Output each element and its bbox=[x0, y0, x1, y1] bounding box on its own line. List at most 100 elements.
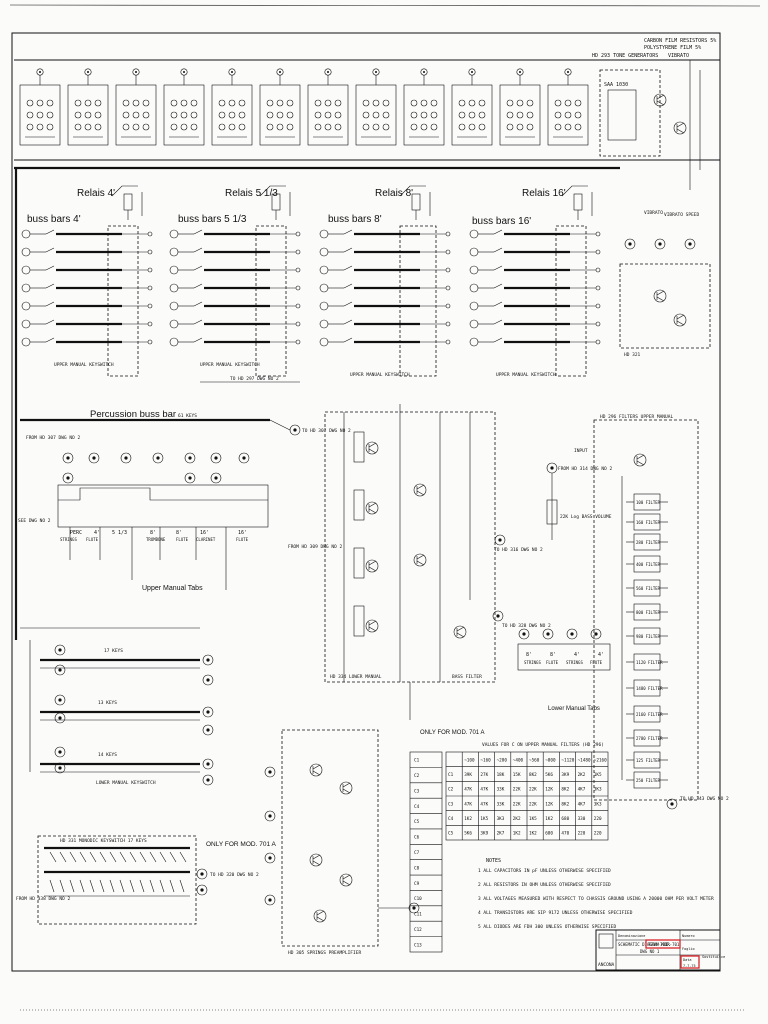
values-cell: 1K2 bbox=[529, 831, 537, 837]
values-header-cell: ~560 bbox=[529, 757, 540, 763]
upper-manual-tabs: PERC 4' 5 1/3 8' 8' 16' 16' STRINGS FLUT… bbox=[18, 452, 269, 592]
note-table-cell: C1 bbox=[414, 758, 420, 764]
values-cell: 1K5 bbox=[480, 816, 488, 822]
filter-13: 250 FILTER bbox=[636, 778, 661, 783]
bass-volume: 22K Log BASS VOLUME FROM HD 314 DWG NO 2 bbox=[546, 462, 612, 540]
lower-tab-sub-3: STRINGS bbox=[566, 660, 583, 665]
lower-tab-sub-1: STRINGS bbox=[524, 660, 541, 665]
values-cell: 18K bbox=[497, 772, 505, 778]
values-cell: 22K bbox=[529, 787, 537, 793]
values-cell: 1K2 bbox=[513, 831, 521, 837]
to-hd297-5-label: TO HD 297 DWG NO 2 bbox=[230, 376, 279, 382]
saa-label: SAA 1030 bbox=[604, 82, 628, 88]
date-stamp bbox=[680, 955, 700, 969]
tab-label-6: 16' bbox=[200, 530, 209, 536]
values-cell: 47K bbox=[480, 787, 488, 793]
values-cell: C1 bbox=[448, 772, 454, 778]
note-table-cell: C9 bbox=[414, 881, 420, 887]
tab-label-2: 4' bbox=[94, 530, 100, 536]
percussion-to: TO HD 307 DWG NO 2 bbox=[302, 428, 351, 434]
filter-4: 400 FILTER bbox=[636, 562, 661, 567]
filter-2: 160 FILTER bbox=[636, 520, 661, 525]
values-cell: 3K3 bbox=[497, 816, 505, 822]
values-header-cell: ~1120 bbox=[561, 757, 574, 763]
title-block: ANCONA Denominazione SCHEMATIC DIAGRAM M… bbox=[595, 929, 725, 971]
lower-tab-sub-2: FLUTE bbox=[546, 660, 559, 665]
values-cell: 8K2 bbox=[561, 787, 569, 793]
values-cell: 5K6 bbox=[464, 831, 472, 837]
center-to-hd: TO HD 316 DWG NO 2 bbox=[494, 547, 543, 553]
values-cell: 2K7 bbox=[497, 831, 505, 837]
note-table-cell: C13 bbox=[414, 942, 422, 948]
keyswitch-16-label: UPPER MANUAL KEYSWITCH bbox=[496, 372, 556, 378]
center-only-for: ONLY FOR MOD. 701 A bbox=[420, 730, 484, 736]
values-header-cell: ~400 bbox=[513, 757, 524, 763]
tab-label-1: PERC bbox=[70, 530, 82, 536]
note-table-cell: C7 bbox=[414, 850, 420, 856]
filter-3: 280 FILTER bbox=[636, 540, 661, 545]
note-5: 5 ALL DIODES ARE FDH 300 UNLESS OTHERWIS… bbox=[478, 924, 616, 930]
buss-bars-16-label: buss bars 16' bbox=[472, 216, 531, 227]
keyswitch-5-label: UPPER MANUAL KEYSWITCH bbox=[200, 362, 260, 368]
values-header-cell: ~800 bbox=[545, 757, 556, 763]
values-table-title: VALUES FOR C ON UPPER MANUAL FILTERS (HD… bbox=[482, 742, 604, 748]
filter-8: 1120 FILTER bbox=[636, 660, 663, 665]
values-header-cell: ~160 bbox=[480, 757, 491, 763]
input-label: INPUT bbox=[574, 448, 588, 454]
values-header-cell: ~280 bbox=[497, 757, 508, 763]
tab-sublabel-1: STRINGS bbox=[60, 537, 77, 542]
values-cell: 4K7 bbox=[578, 787, 586, 793]
values-cell: C2 bbox=[448, 787, 454, 793]
lower-manual-keyswitch: 17 KEYS 13 KEYS 14 KEYS LOWER MANUAL KEY… bbox=[20, 627, 214, 786]
lower-manual-circuit: HD 334 LOWER MANUAL FROM HD 309 DWG NO 2… bbox=[288, 404, 551, 736]
lower-manual-label: HD 334 LOWER MANUAL bbox=[330, 674, 382, 680]
values-header-cell: ~2160 bbox=[594, 757, 607, 763]
values-cell: 3K3 bbox=[594, 787, 602, 793]
values-cell: 220 bbox=[594, 816, 602, 822]
values-cell: 39K bbox=[464, 772, 472, 778]
tone-generator-strip: SAA 1030 CARBON FILM RESISTORS 5% POLYST… bbox=[14, 38, 720, 640]
values-cell: 8K2 bbox=[561, 801, 569, 807]
relais-16-label: Relais 16' bbox=[522, 188, 566, 199]
filter-1: 100 FILTER bbox=[636, 500, 661, 505]
vibrato-top-label: VIBRATO bbox=[668, 53, 689, 59]
right-column: VIBRATO VIBRATO SPEED HD 321 HD 296 FILT… bbox=[574, 210, 729, 810]
values-cell: 47K bbox=[480, 801, 488, 807]
bass-volume-from: FROM HD 314 DWG NO 2 bbox=[558, 466, 612, 472]
description: SCHEMATIC DIAGRAM MOD. bbox=[618, 942, 671, 947]
note-table-cell: C5 bbox=[414, 819, 420, 825]
values-cell: 1K2 bbox=[464, 816, 472, 822]
filters-label: HD 296 FILTERS UPPER MANUAL bbox=[600, 414, 673, 420]
note-1: 1 ALL CAPACITORS IN pF UNLESS OTHERWISE … bbox=[478, 868, 611, 874]
buss-bars-5-label: buss bars 5 1/3 bbox=[178, 214, 247, 225]
filter-11: 2780 FILTER bbox=[636, 736, 663, 741]
center-to-hd-2: TO HD 328 DWG NO 2 bbox=[502, 623, 551, 629]
relais-8-label: Relais 8' bbox=[375, 188, 413, 199]
values-header-cell: ~1480 bbox=[578, 757, 591, 763]
percussion-section: Percussion buss bar 61 KEYS FROM HD 307 … bbox=[20, 409, 351, 441]
tab-sublabel-7: FLUTE bbox=[236, 537, 249, 542]
model: 701A-701R-701 bbox=[648, 942, 680, 947]
keyswitch-4-label: UPPER MANUAL KEYSWITCH bbox=[54, 362, 114, 368]
lower-tab-1: 8' bbox=[526, 652, 532, 658]
filter-10: 2160 FILTER bbox=[636, 712, 663, 717]
lower-row-1: 17 KEYS bbox=[104, 648, 123, 654]
group-16ft: Relais 16' buss bars 16' UPPER MANUAL KE… bbox=[468, 185, 602, 378]
values-cell: 22K bbox=[529, 801, 537, 807]
values-cell: 1K5 bbox=[529, 816, 537, 822]
values-cell: 220 bbox=[578, 831, 586, 837]
note-2: 2 ALL RESISTORS IN OHM UNLESS OTHERWISE … bbox=[478, 882, 611, 888]
group-8ft: Relais 8' buss bars 8' UPPER MANUAL KEYS… bbox=[318, 185, 452, 378]
values-cell: 33K bbox=[497, 787, 505, 793]
bass-volume-label: 22K Log BASS VOLUME bbox=[560, 514, 612, 520]
foglio-label: Foglio bbox=[682, 947, 695, 951]
description-label: Denominazione bbox=[618, 934, 645, 938]
values-cell: 8K2 bbox=[529, 772, 537, 778]
buss-bars-8-label: buss bars 8' bbox=[328, 214, 382, 225]
filter-12: 125 FILTER bbox=[636, 758, 661, 763]
values-table: VALUES FOR C ON UPPER MANUAL FILTERS (HD… bbox=[445, 742, 609, 841]
relais-4-label: Relais 4' bbox=[77, 188, 115, 199]
note-table-cell: C11 bbox=[414, 912, 422, 918]
